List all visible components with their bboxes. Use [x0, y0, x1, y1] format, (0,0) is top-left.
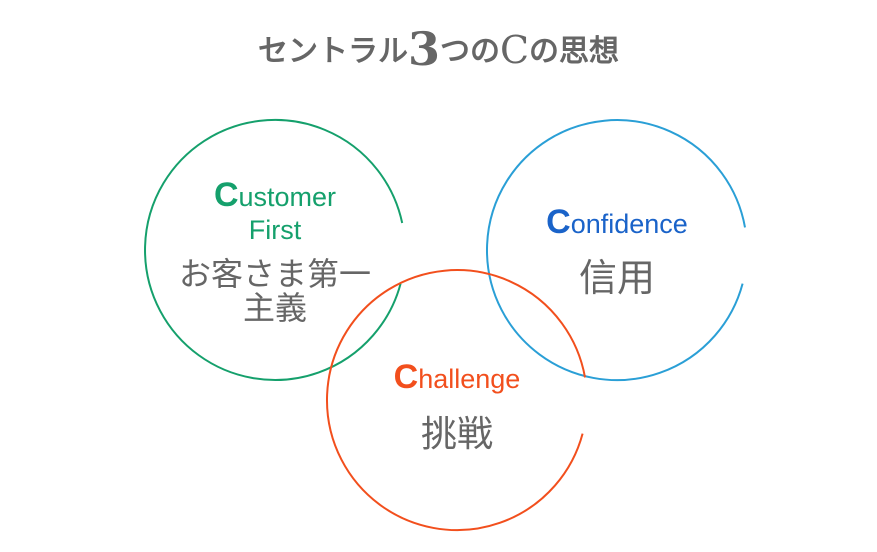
- english-text: First: [248, 215, 302, 246]
- english-text: ustomer: [238, 182, 337, 212]
- title-text: の思想: [529, 34, 620, 69]
- customer-first-circle: [144, 118, 404, 381]
- japanese-text: 挑戦: [420, 413, 493, 455]
- initial-letter: C: [393, 358, 419, 396]
- title-number: 3: [407, 22, 440, 76]
- confidence-label: Confidence 信用: [517, 203, 717, 300]
- customer-first-label: Customer First お客さま第一 主義: [175, 176, 375, 325]
- challenge-label: Challenge 挑戦: [357, 358, 557, 453]
- english-text: hallenge: [418, 364, 521, 394]
- challenge-circle: [326, 269, 586, 532]
- page-title: セントラル3つのCの思想: [0, 22, 877, 76]
- title-text: セントラル: [257, 34, 408, 69]
- japanese-text: お客さま第一: [178, 256, 371, 293]
- english-text: onfidence: [570, 209, 688, 239]
- japanese-text: 信用: [578, 258, 655, 301]
- title-text: つの: [439, 34, 500, 69]
- japanese-text: 主義: [242, 289, 307, 326]
- confidence-circle: [486, 119, 746, 382]
- initial-letter: C: [213, 176, 239, 214]
- initial-letter: C: [546, 203, 571, 241]
- title-letter: C: [499, 28, 530, 72]
